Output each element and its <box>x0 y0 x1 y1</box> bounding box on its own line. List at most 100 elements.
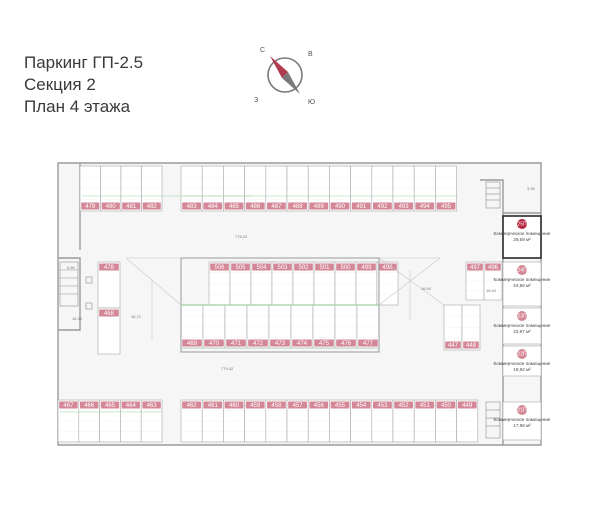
compass-label-w: З <box>254 97 258 104</box>
right-stair-bottom <box>485 401 501 439</box>
parking-stall[interactable]: 471 <box>224 304 248 349</box>
parking-stall[interactable]: 448 <box>461 304 481 351</box>
parking-stall[interactable]: 489 <box>307 165 330 212</box>
compass-label-e: В <box>308 51 313 58</box>
parking-stall[interactable]: 454 <box>350 399 373 443</box>
parking-stall[interactable]: 493 <box>392 165 415 212</box>
parking-stall[interactable]: 468 <box>97 307 121 355</box>
stall-number: 503 <box>277 265 288 271</box>
parking-stall[interactable]: 462 <box>180 399 203 443</box>
parking-stall[interactable]: 459 <box>244 399 267 443</box>
stall-number: 488 <box>293 204 304 210</box>
parking-stall[interactable]: 455 <box>329 399 351 443</box>
parking-stall[interactable]: 472 <box>246 304 270 349</box>
parking-stall[interactable]: 473 <box>268 304 292 349</box>
stall-number: 490 <box>335 204 346 210</box>
parking-stall[interactable]: 463 <box>140 399 163 443</box>
parking-stall[interactable]: 466 <box>78 399 100 443</box>
parking-stall[interactable]: 451 <box>413 399 436 443</box>
stall-number: 454 <box>356 403 367 409</box>
parking-stall[interactable]: 467 <box>57 399 80 443</box>
parking-stall[interactable]: 480 <box>100 165 122 212</box>
dim-label: 779,42 <box>221 366 234 371</box>
parking-stall[interactable]: 487 <box>265 165 288 212</box>
parking-stall[interactable]: 492 <box>371 165 394 212</box>
parking-stall[interactable]: 501 <box>313 261 336 306</box>
parking-stall[interactable]: 490 <box>329 165 351 212</box>
parking-stall[interactable]: 477 <box>356 304 380 349</box>
parking-stall[interactable]: 488 <box>286 165 309 212</box>
room-name: Коммерческое помещение <box>494 323 551 328</box>
dim-label: 16,36 <box>72 316 83 321</box>
dim-label: 16,71 <box>131 314 142 319</box>
parking-stall[interactable]: 458 <box>265 399 288 443</box>
parking-stall[interactable]: 494 <box>413 165 436 212</box>
title-line-section: Секция 2 <box>24 75 96 94</box>
stall-number: 504 <box>256 265 267 271</box>
parking-stall[interactable]: 504 <box>250 261 273 306</box>
parking-stall[interactable]: 470 <box>202 304 226 349</box>
stall-number: 470 <box>209 341 220 347</box>
stall-number: 468 <box>104 311 115 317</box>
parking-stall[interactable]: 497 <box>465 261 485 301</box>
stall-number: 455 <box>335 403 346 409</box>
parking-stall[interactable]: 495 <box>435 165 457 212</box>
driving-lanes <box>125 257 445 340</box>
stall-number: 505 <box>235 265 246 271</box>
parking-stall[interactable]: 483 <box>180 165 203 212</box>
parking-stall[interactable]: 460 <box>223 399 245 443</box>
stall-number: 451 <box>420 403 431 409</box>
parking-stall[interactable]: 500 <box>334 261 357 306</box>
parking-stall[interactable]: 450 <box>435 399 457 443</box>
parking-stall[interactable]: 485 <box>223 165 245 212</box>
stall-number: 481 <box>126 204 137 210</box>
stall-number: 463 <box>147 403 158 409</box>
parking-stall[interactable]: 499 <box>355 261 378 306</box>
title-line-parking: Паркинг ГП-2.5 <box>24 53 144 72</box>
parking-stall[interactable]: 476 <box>334 304 358 349</box>
parking-stall[interactable]: 478 <box>97 261 121 309</box>
parking-stall[interactable]: 496 <box>483 261 503 301</box>
room-area: 23,97 м² <box>513 329 531 334</box>
parking-stall[interactable]: 452 <box>392 399 415 443</box>
title-line-floor: План 4 этажа <box>24 97 131 116</box>
parking-stall[interactable]: 456 <box>307 399 330 443</box>
stall-number: 501 <box>319 265 330 271</box>
parking-stall[interactable]: 464 <box>120 399 142 443</box>
parking-stall[interactable]: 491 <box>350 165 373 212</box>
parking-stall[interactable]: 469 <box>180 304 204 349</box>
dim-label: 3,96 <box>527 186 536 191</box>
room-badge <box>517 405 527 415</box>
room-badge <box>517 349 527 359</box>
room-name: Коммерческое помещение <box>494 417 551 422</box>
parking-stall[interactable]: 449 <box>456 399 479 443</box>
stall-number: 473 <box>275 341 286 347</box>
parking-stall[interactable]: 486 <box>244 165 267 212</box>
parking-stall[interactable]: 484 <box>201 165 224 212</box>
parking-stall[interactable]: 453 <box>371 399 394 443</box>
parking-stall[interactable]: 479 <box>79 165 101 212</box>
stall-number: 457 <box>293 403 304 409</box>
parking-stall[interactable]: 505 <box>229 261 252 306</box>
stall-number: 491 <box>356 204 367 210</box>
stall-number: 502 <box>298 265 309 271</box>
stall-number: 489 <box>314 204 325 210</box>
parking-stall[interactable]: 475 <box>312 304 336 349</box>
parking-stall[interactable]: 457 <box>286 399 309 443</box>
stall-number: 464 <box>126 403 137 409</box>
parking-stall[interactable]: 461 <box>201 399 224 443</box>
parking-stall[interactable]: 474 <box>290 304 314 349</box>
parking-stall[interactable]: 502 <box>292 261 315 306</box>
parking-stall[interactable]: 506 <box>208 261 231 306</box>
parking-stall[interactable]: 481 <box>120 165 142 212</box>
parking-stall[interactable]: 465 <box>99 399 121 443</box>
parking-stall[interactable]: 482 <box>141 165 163 212</box>
parking-stall[interactable]: 503 <box>271 261 294 306</box>
parking-stall[interactable]: 447 <box>443 304 463 351</box>
